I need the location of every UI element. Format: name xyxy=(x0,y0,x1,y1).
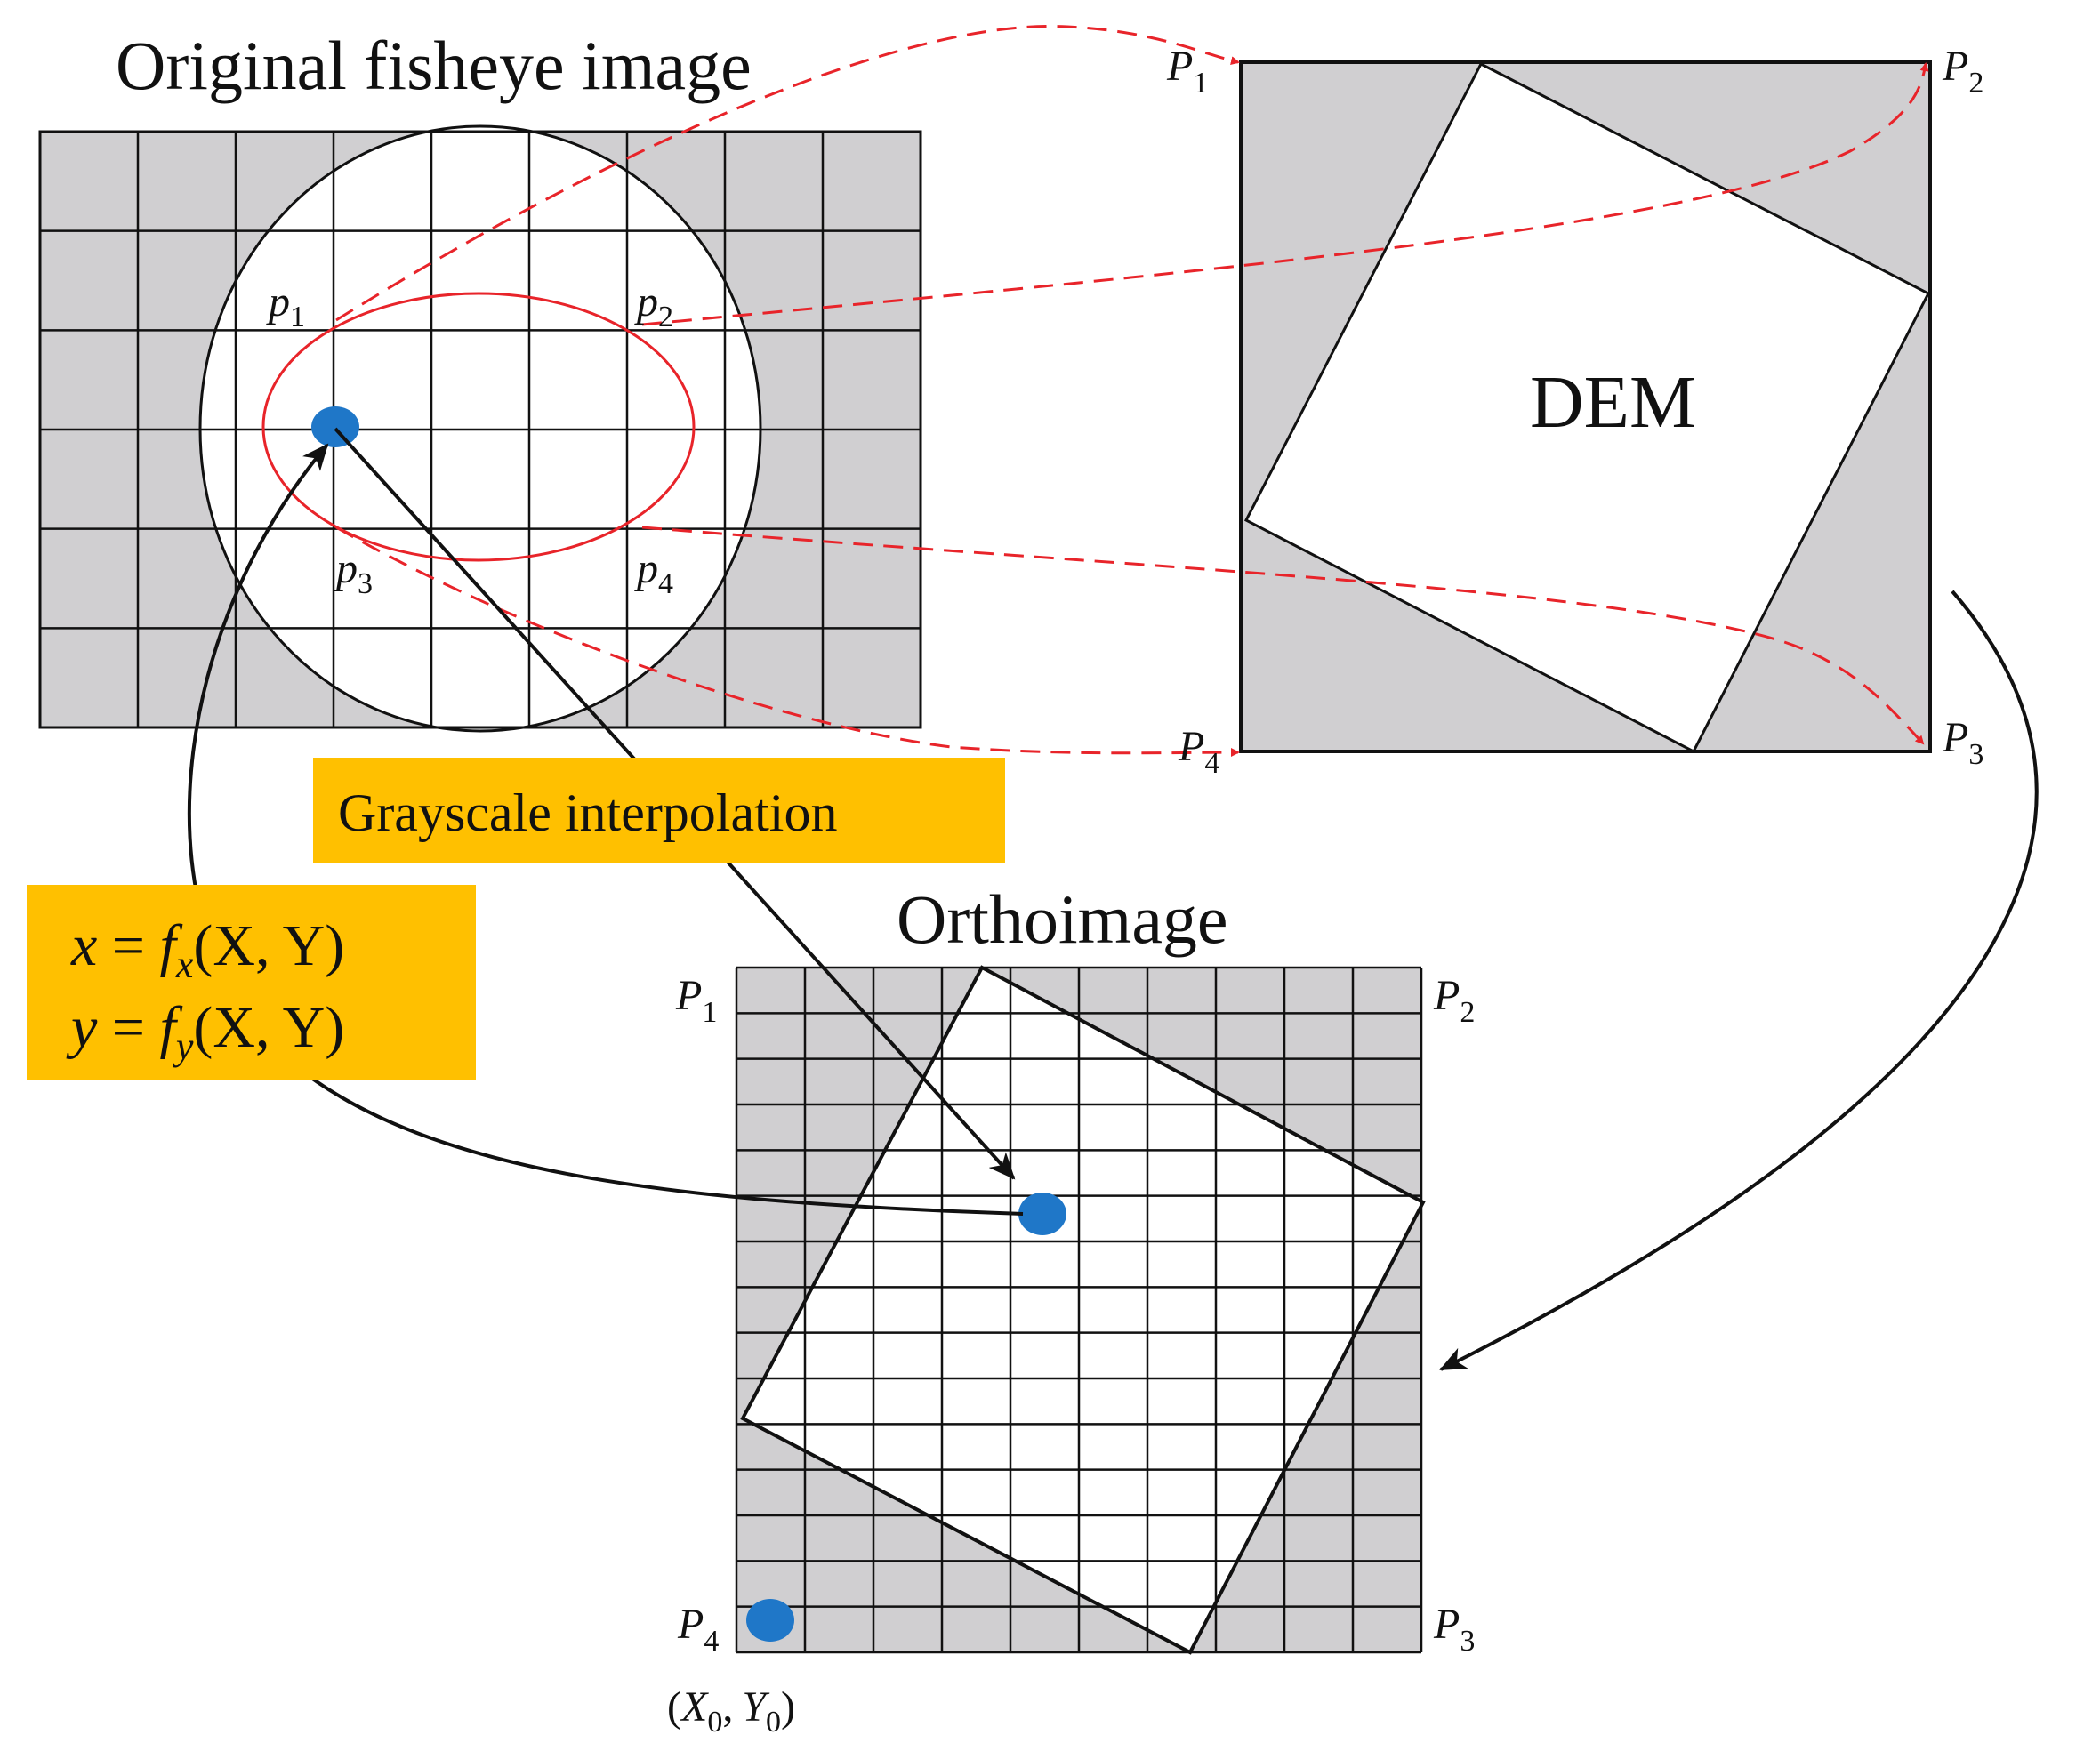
ortho-footprint-outline xyxy=(740,965,1426,1655)
dem-label-P2: P2 xyxy=(1942,43,1983,100)
mapping-curve-p1 xyxy=(335,24,1240,322)
interpolation-label: Grayscale interpolation xyxy=(338,783,837,842)
fisheye-border xyxy=(38,130,922,729)
fisheye-title: Original fisheye image xyxy=(116,27,752,104)
origin-label: (X0,Y0) xyxy=(667,1683,795,1739)
mapping-curve-p3 xyxy=(335,526,1240,758)
interpolation-box xyxy=(313,758,1005,863)
dem-title: DEM xyxy=(1530,361,1696,444)
ortho-sample-point xyxy=(1018,1193,1066,1235)
fisheye-label-p1: p1 xyxy=(266,278,305,333)
dem-label-P3: P3 xyxy=(1942,714,1983,771)
projected-footprint-ellipse xyxy=(261,292,696,562)
ortho-label-P3: P3 xyxy=(1433,1601,1475,1658)
dem-panel xyxy=(1239,60,1932,754)
ortho-grid xyxy=(735,966,1423,1654)
fisheye-grid xyxy=(40,132,921,727)
formula-line-2: y = fy(X, Y) xyxy=(66,995,344,1068)
ortho-label-P4: P4 xyxy=(677,1601,719,1658)
ortho-label-P2: P2 xyxy=(1433,972,1475,1029)
fisheye-label-p2: p2 xyxy=(634,278,673,333)
dem-to-ortho-arrow xyxy=(1439,590,2039,1371)
mapping-curve-p4 xyxy=(641,526,1925,745)
dem-footprint xyxy=(1243,61,1931,754)
mapping-curve-p2 xyxy=(641,62,1929,326)
ortho-label-P1: P1 xyxy=(675,972,717,1029)
fisheye-panel xyxy=(38,124,922,733)
ortho-panel xyxy=(735,965,1426,1655)
ortho-origin-point xyxy=(746,1599,794,1642)
formula-line-1: x = fx(X, Y) xyxy=(70,913,344,986)
dem-label-P1: P1 xyxy=(1166,43,1208,100)
fisheye-label-p4: p4 xyxy=(634,545,673,600)
formula-box xyxy=(27,885,476,1080)
fisheye-circle-outline xyxy=(198,124,762,733)
mapping-curves xyxy=(335,24,1929,758)
fisheye-label-p3: p3 xyxy=(334,545,373,600)
ortho-title: Orthoimage xyxy=(897,880,1228,958)
dem-label-P4: P4 xyxy=(1178,723,1219,780)
ortho-footprint xyxy=(743,968,1423,1652)
fisheye-sample-point xyxy=(311,406,359,447)
